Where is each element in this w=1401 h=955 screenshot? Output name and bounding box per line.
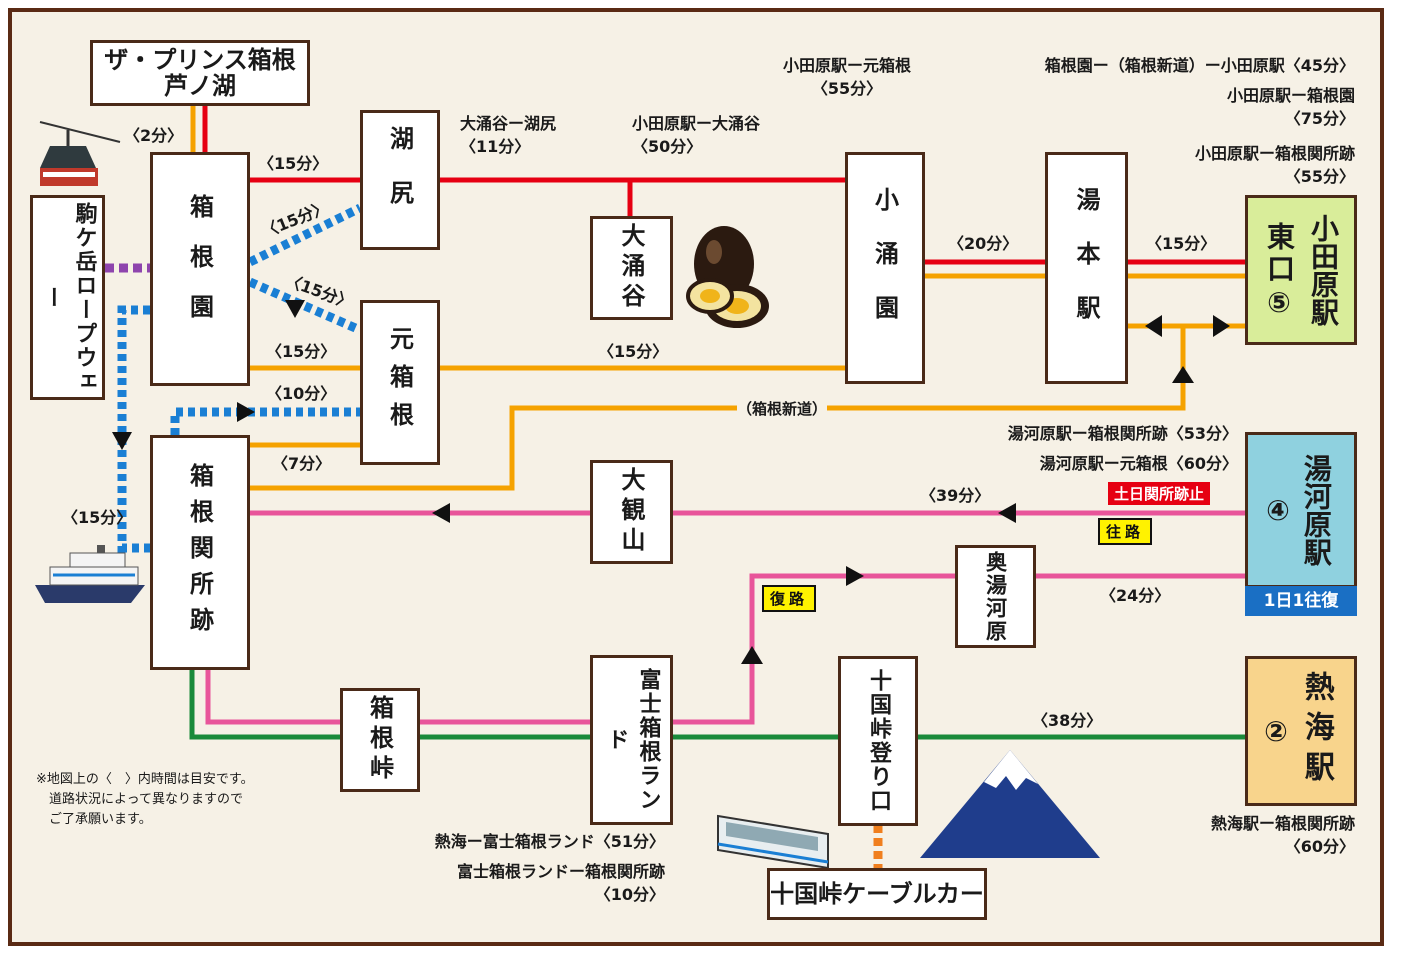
arrow-down-en-moto (285, 300, 305, 318)
note-atami-fuji: 熱海ー富士箱根ランド〈51分〉 (434, 832, 665, 851)
ship-en-kojiri (248, 203, 362, 267)
ship-left (117, 305, 150, 553)
arrow-right-ship (237, 402, 255, 422)
label-shindo: （箱根新道） (737, 398, 828, 421)
note-odawara-sekisho: 小田原駅ー箱根関所跡 〈55分〉 (1194, 144, 1355, 186)
green-route (189, 670, 1245, 740)
ship-route (117, 203, 362, 553)
pink-route (205, 510, 1245, 725)
station-odakuyama[interactable]: 大観山 (590, 460, 673, 564)
arrow-up-return (741, 646, 763, 664)
arrow-down-ship (112, 432, 132, 450)
station-motohakone[interactable]: 元箱根 (360, 300, 440, 465)
time-en-kojiri: 〈15分〉 (258, 154, 329, 173)
tag-return: 復路 (762, 585, 817, 612)
tag-weekend-stop: 土日関所跡止 (1108, 482, 1211, 505)
time-en-moto: 〈15分〉 (266, 342, 337, 361)
time-yumoto-odawara: 〈15分〉 (1146, 234, 1217, 253)
station-odawara[interactable]: 東口 ⑤ 小田原駅 (1245, 195, 1357, 345)
time-sek-moto-ship: 〈10分〉 (266, 384, 337, 403)
atami-number: ② (1264, 714, 1288, 748)
arrow-left-pink (432, 503, 450, 523)
arrow-left-odawara (1145, 315, 1162, 337)
note-yugawara-sekisho: 湯河原駅ー箱根関所跡〈53分〉 (1007, 424, 1238, 443)
station-fuji-land[interactable]: 富士箱根ランド (590, 655, 673, 825)
black-eggs-icon (686, 226, 769, 328)
time-atami: 〈38分〉 (1032, 711, 1103, 730)
odawara-name: 小田原駅 (1307, 214, 1340, 326)
arrow-up-shindo (1172, 366, 1194, 383)
ship-sek-moto (170, 407, 360, 435)
station-sekisho[interactable]: 箱根関所跡 (150, 435, 250, 670)
tag-outbound: 往路 (1098, 518, 1153, 545)
footnote: ※地図上の〈 〉内時間は目安です。 道路状況によって異なりますので ご了承願いま… (36, 772, 254, 827)
note-en-odawara-shindo: 箱根園ー（箱根新道）ー小田原駅〈45分〉 (1044, 56, 1355, 75)
arrow-right-return (846, 566, 864, 586)
station-atami[interactable]: ② 熱海駅 (1245, 656, 1357, 806)
station-kojiri[interactable]: 湖尻 (360, 110, 440, 250)
note-atami-sekisho: 熱海駅ー箱根関所跡 〈60分〉 (1210, 814, 1355, 856)
arrows (112, 300, 1230, 664)
tag-once-daily: 1日1往復 (1245, 586, 1357, 616)
note-yugawara-moto: 湯河原駅ー元箱根〈60分〉 (1039, 454, 1238, 473)
station-kowakien[interactable]: 小涌園 (845, 152, 925, 384)
time-kowa-yumoto: 〈20分〉 (948, 234, 1019, 253)
station-prince[interactable]: ザ・プリンス箱根 芦ノ湖 (90, 40, 310, 106)
mount-fuji-icon (920, 750, 1100, 858)
note-fuji-sekisho: 富士箱根ランドー箱根関所跡 〈10分〉 (456, 862, 665, 904)
yugawara-name: 湯河原駅 (1299, 454, 1333, 566)
time-sek-moto: 〈7分〉 (272, 454, 332, 473)
arrow-right-odawara (1213, 315, 1230, 337)
station-jukkoku[interactable]: 十国峠登り口 (838, 656, 918, 826)
station-hakone-toge[interactable]: 箱根峠 (340, 688, 420, 792)
station-komagatake[interactable]: 駒ケ岳ロープウェー (30, 195, 105, 400)
station-hakone-en[interactable]: 箱根園 (150, 152, 250, 386)
atami-name: 熱海駅 (1298, 671, 1334, 791)
green-sek-toge (189, 670, 340, 740)
odawara-number: ⑤ (1267, 285, 1291, 319)
note-owaku-kojiri: 大涌谷ー湖尻 〈11分〉 (460, 114, 557, 156)
note-odawara-moto: 小田原駅ー元箱根 〈55分〉 (782, 56, 911, 98)
ropeway-icon (39, 121, 121, 186)
red-route (202, 105, 1245, 265)
time-prince: 〈2分〉 (124, 126, 184, 145)
station-owakudani[interactable]: 大涌谷 (590, 216, 673, 320)
time-ship-left: 〈15分〉 (62, 508, 133, 527)
station-jukkoku-cable[interactable]: 十国峠ケーブルカー (767, 868, 987, 920)
ship-en-moto (248, 277, 362, 335)
time-moto-kowakien: 〈15分〉 (598, 342, 669, 361)
note-odawara-en: 小田原駅ー箱根園 〈75分〉 (1226, 86, 1355, 128)
ship-icon (35, 545, 145, 603)
time-yugawara-left: 〈39分〉 (920, 486, 991, 505)
station-yumoto[interactable]: 湯本駅 (1045, 152, 1128, 384)
yugawara-number: ④ (1266, 493, 1290, 527)
note-odawara-owaku: 小田原駅ー大涌谷 〈50分〉 (632, 114, 761, 156)
time-okuyu: 〈24分〉 (1100, 586, 1171, 605)
cable-car-icon (717, 814, 829, 870)
arrow-left-yugawara (998, 503, 1016, 523)
station-yugawara[interactable]: ④ 湯河原駅 (1245, 432, 1357, 588)
pink-sek-toge (205, 670, 340, 725)
station-okuyugawara[interactable]: 奥湯河原 (955, 545, 1036, 648)
odawara-exit: 東口 (1263, 221, 1296, 286)
